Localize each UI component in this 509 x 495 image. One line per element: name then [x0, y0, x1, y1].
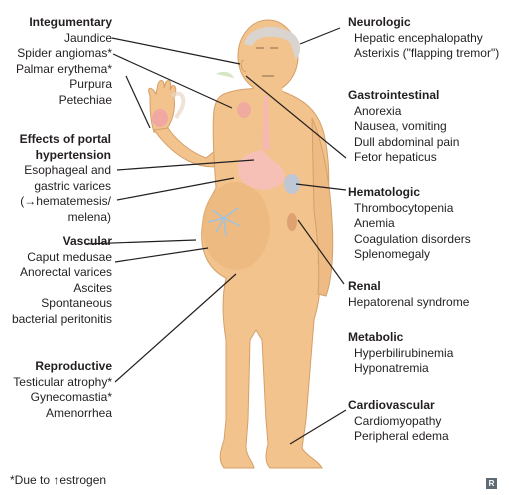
group-cardiovascular: Cardiovascular Cardiomyopathy Peripheral…	[348, 398, 449, 445]
kidney-mark	[287, 213, 297, 231]
symptom-spontaneous: Spontaneous	[12, 296, 112, 312]
vascular-heading: Vascular	[12, 234, 112, 250]
symptom-palmar-erythema: Palmar erythema*	[16, 62, 112, 78]
palmar-erythema-mark	[152, 109, 168, 127]
group-hematologic: Hematologic Thrombocytopenia Anemia Coag…	[348, 185, 471, 263]
abdomen-ascites	[202, 182, 270, 270]
symptom-melena: melena)	[20, 210, 111, 226]
symptom-coagulation-disorders: Coagulation disorders	[348, 232, 471, 248]
group-neurologic: Neurologic Hepatic encephalopathy Asteri…	[348, 15, 499, 62]
leader-palmar-erythema	[126, 76, 150, 128]
symptom-peripheral-edema: Peripheral edema	[348, 429, 449, 445]
symptom-esophageal-varices: Esophageal and	[20, 163, 111, 179]
symptom-cardiomyopathy: Cardiomyopathy	[348, 414, 449, 430]
symptom-jaundice: Jaundice	[16, 31, 112, 47]
group-integumentary: Integumentary Jaundice Spider angiomas* …	[16, 15, 112, 108]
symptom-spider-angiomas: Spider angiomas*	[16, 46, 112, 62]
symptom-hepatorenal-syndrome: Hepatorenal syndrome	[348, 295, 469, 311]
cardiovascular-heading: Cardiovascular	[348, 398, 449, 414]
symptom-caput-medusae: Caput medusae	[12, 250, 112, 266]
group-vascular: Vascular Caput medusae Anorectal varices…	[12, 234, 112, 327]
hematologic-heading: Hematologic	[348, 185, 471, 201]
leader-jaundice	[112, 38, 240, 64]
head	[216, 20, 300, 92]
symptom-ascites: Ascites	[12, 281, 112, 297]
raised-hand	[149, 80, 184, 132]
group-portal-hypertension: Effects of portal hypertension Esophagea…	[20, 132, 111, 225]
symptom-amenorrhea: Amenorrhea	[13, 406, 112, 422]
symptom-asterixis: Asterixis ("flapping tremor")	[348, 46, 499, 62]
symptom-gynecomastia: Gynecomastia*	[13, 390, 112, 406]
group-reproductive: Reproductive Testicular atrophy* Gynecom…	[13, 359, 112, 421]
symptom-petechiae: Petechiae	[16, 93, 112, 109]
symptom-anemia: Anemia	[348, 216, 471, 232]
integumentary-heading: Integumentary	[16, 15, 112, 31]
symptom-anorectal-varices: Anorectal varices	[12, 265, 112, 281]
symptom-fetor-hepaticus: Fetor hepaticus	[348, 150, 459, 166]
group-gastrointestinal: Gastrointestinal Anorexia Nausea, vomiti…	[348, 88, 459, 166]
symptom-dull-abdominal-pain: Dull abdominal pain	[348, 135, 459, 151]
group-metabolic: Metabolic Hyperbilirubinemia Hyponatremi…	[348, 330, 453, 377]
symptom-hyponatremia: Hyponatremia	[348, 361, 453, 377]
portal-heading-2: hypertension	[20, 148, 111, 164]
symptom-hepatic-encephalopathy: Hepatic encephalopathy	[348, 31, 499, 47]
symptom-nausea-vomiting: Nausea, vomiting	[348, 119, 459, 135]
gastrointestinal-heading: Gastrointestinal	[348, 88, 459, 104]
symptom-gastric-varices: gastric varices	[20, 179, 111, 195]
group-renal: Renal Hepatorenal syndrome	[348, 279, 469, 310]
symptom-anorexia: Anorexia	[348, 104, 459, 120]
footnote-prefix: *Due to	[10, 473, 53, 487]
neurologic-heading: Neurologic	[348, 15, 499, 31]
leader-reproductive	[115, 274, 236, 382]
raised-arm	[154, 128, 222, 167]
reproductive-heading: Reproductive	[13, 359, 112, 375]
spider-angioma-mark	[237, 102, 251, 118]
footnote: *Due to ↑estrogen	[10, 473, 106, 487]
symptom-testicular-atrophy: Testicular atrophy*	[13, 375, 112, 391]
symptom-hematemesis: (→hematemesis/	[20, 194, 111, 210]
leader-anorectal	[115, 248, 208, 262]
publisher-logo: R	[486, 478, 497, 489]
symptom-thrombocytopenia: Thrombocytopenia	[348, 201, 471, 217]
metabolic-heading: Metabolic	[348, 330, 453, 346]
portal-heading-1: Effects of portal	[20, 132, 111, 148]
symptom-bacterial-peritonitis: bacterial peritonitis	[12, 312, 112, 328]
footnote-suffix: estrogen	[59, 473, 106, 487]
symptom-hyperbilirubinemia: Hyperbilirubinemia	[348, 346, 453, 362]
leader-neurologic	[300, 28, 340, 44]
symptom-splenomegaly: Splenomegaly	[348, 247, 471, 263]
symptom-purpura: Purpura	[16, 77, 112, 93]
renal-heading: Renal	[348, 279, 469, 295]
